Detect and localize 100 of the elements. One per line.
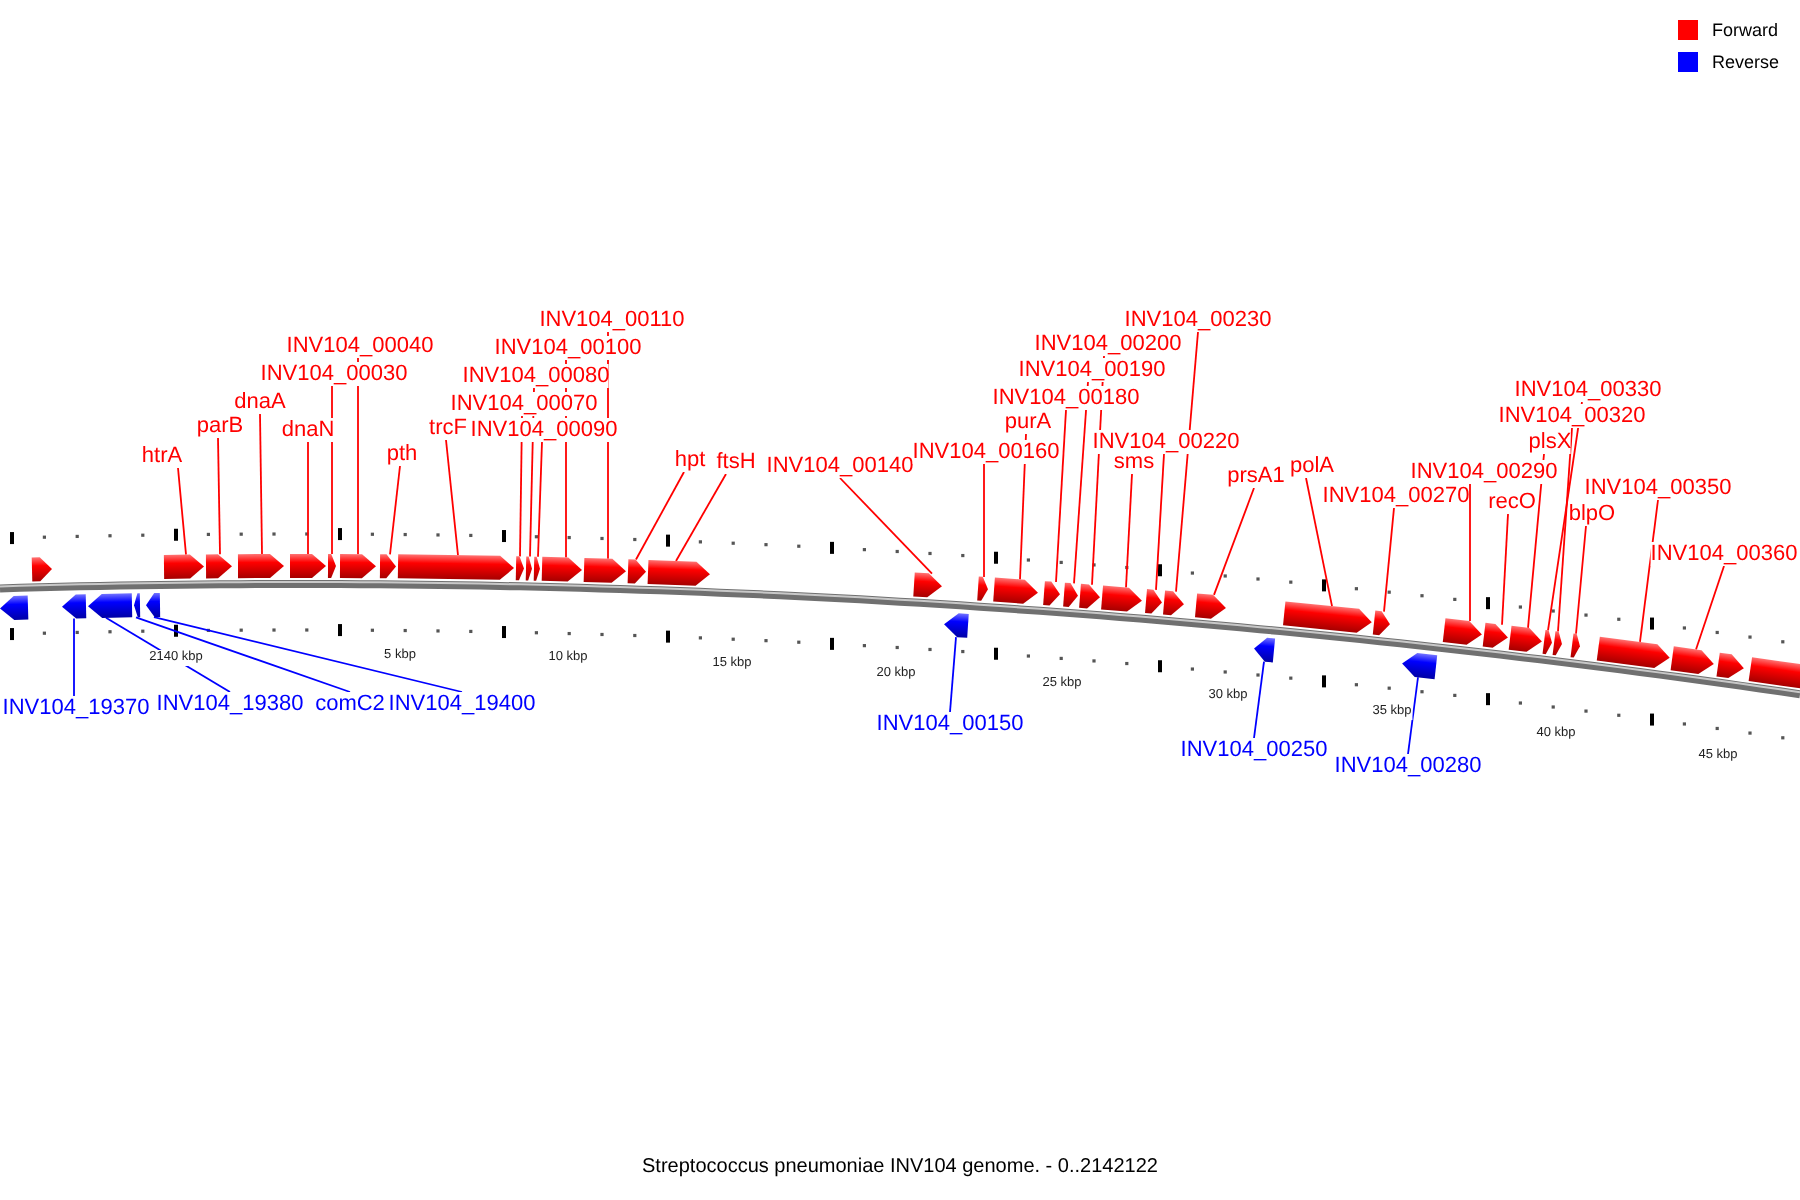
leader-line	[1383, 507, 1395, 613]
leader-line	[1501, 513, 1509, 626]
gene-feature	[541, 556, 582, 582]
gene-feature	[1482, 622, 1508, 648]
gene-feature	[993, 577, 1038, 604]
gene-label: INV104_00180	[992, 386, 1140, 410]
gene-feature	[31, 557, 52, 582]
leader-line	[1213, 487, 1255, 596]
gene-feature	[1402, 653, 1438, 680]
gene-feature	[146, 592, 161, 618]
leader-line	[307, 441, 309, 555]
leader-line	[1125, 473, 1133, 589]
gene-label: INV104_00230	[1124, 308, 1272, 332]
leader-line	[537, 441, 543, 558]
gene-feature	[1442, 618, 1482, 645]
leader-line	[217, 437, 221, 556]
leader-line	[1557, 427, 1573, 633]
leader-line	[1253, 660, 1265, 739]
gene-label: INV104_00290	[1410, 460, 1558, 484]
leader-line	[1695, 565, 1725, 651]
gene-label: INV104_00040	[286, 334, 434, 358]
gene-feature	[1195, 593, 1226, 619]
gene-label: INV104_00150	[876, 712, 1024, 736]
gene-feature	[1552, 631, 1562, 656]
gene-label: INV104_00070	[450, 392, 598, 416]
gene-label: recO	[1488, 490, 1536, 514]
gene-feature	[1063, 582, 1078, 607]
gene-label: pth	[386, 442, 418, 466]
leader-line	[177, 467, 187, 556]
gene-label: comC2	[315, 692, 385, 716]
gene-label: htrA	[141, 444, 183, 468]
gene-feature	[1596, 636, 1670, 668]
leader-line	[1575, 525, 1587, 635]
leader-line	[357, 357, 359, 556]
gene-label: INV104_19380	[156, 692, 304, 716]
gene-feature	[1043, 581, 1060, 606]
gene-label: INV104_00160	[912, 440, 1060, 464]
gene-feature	[1670, 646, 1714, 674]
gene-label: INV104_00270	[1322, 484, 1470, 508]
gene-label: polA	[1289, 454, 1335, 478]
gene-label: INV104_00030	[260, 362, 408, 386]
gene-feature	[62, 594, 87, 619]
leader-line	[153, 616, 463, 693]
gene-label: sms	[1113, 450, 1155, 474]
gene-label: INV104_00220	[1092, 430, 1240, 454]
gene-feature	[163, 554, 204, 579]
gene-feature	[205, 554, 232, 579]
leader-line	[135, 616, 351, 693]
leader-line	[839, 477, 933, 575]
gene-label: purA	[1004, 410, 1052, 434]
gene-label: INV104_00100	[494, 336, 642, 360]
gene-label: dnaN	[281, 418, 335, 442]
gene-feature	[977, 576, 988, 601]
gene-label: parB	[196, 414, 244, 438]
leader-line	[73, 617, 75, 697]
gene-feature	[237, 554, 284, 579]
gene-label: INV104_00090	[470, 418, 618, 442]
gene-label: INV104_19370	[2, 696, 150, 720]
leader-line	[1155, 453, 1165, 591]
leader-line	[1639, 499, 1659, 643]
gene-label: INV104_19400	[388, 692, 536, 716]
gene-label: trcF	[429, 416, 467, 440]
leader-line	[1407, 676, 1419, 755]
gene-label: INV104_00080	[462, 364, 610, 388]
caption: Streptococcus pneumoniae INV104 genome. - 0..2142122	[642, 1156, 1158, 1178]
gene-label: INV104_00190	[1018, 358, 1166, 382]
leader-line	[331, 385, 333, 555]
gene-label: INV104_00350	[1584, 476, 1732, 500]
gene-label: INV104_00360	[1650, 542, 1798, 566]
gene-label: INV104_00200	[1034, 332, 1182, 356]
gene-feature	[913, 572, 942, 598]
gene-label: prsA1	[1227, 464, 1285, 488]
leader-line	[983, 463, 985, 578]
leader-line	[1305, 477, 1333, 608]
gene-feature	[525, 556, 532, 581]
leader-line	[389, 465, 401, 556]
gene-feature	[1748, 657, 1800, 689]
gene-label: INV104_00110	[539, 308, 685, 332]
gene-label: blpO	[1568, 502, 1616, 526]
gene-feature	[944, 613, 969, 638]
gene-feature	[88, 593, 133, 618]
leader-line	[445, 439, 459, 557]
gene-label: dnaA	[234, 390, 286, 414]
gene-label: INV104_00140	[766, 454, 914, 478]
leader-line	[1073, 381, 1089, 585]
leader-line	[949, 636, 957, 713]
legend-label: Reverse	[1712, 52, 1780, 72]
gene-feature	[1570, 633, 1580, 658]
gene-feature	[1716, 652, 1744, 679]
leader-line	[1175, 331, 1199, 593]
gene-label: ftsH	[716, 450, 756, 474]
leader-line	[1547, 401, 1583, 632]
leader-line	[1055, 409, 1067, 583]
gene-label: INV104_00250	[1180, 738, 1328, 762]
gene-feature	[1163, 590, 1184, 616]
gene-feature	[0, 595, 29, 620]
gene-label: INV104_00320	[1498, 404, 1646, 428]
gene-label: hpt	[674, 448, 706, 472]
legend-label: Forward	[1712, 20, 1779, 40]
gene-feature	[1254, 637, 1276, 663]
